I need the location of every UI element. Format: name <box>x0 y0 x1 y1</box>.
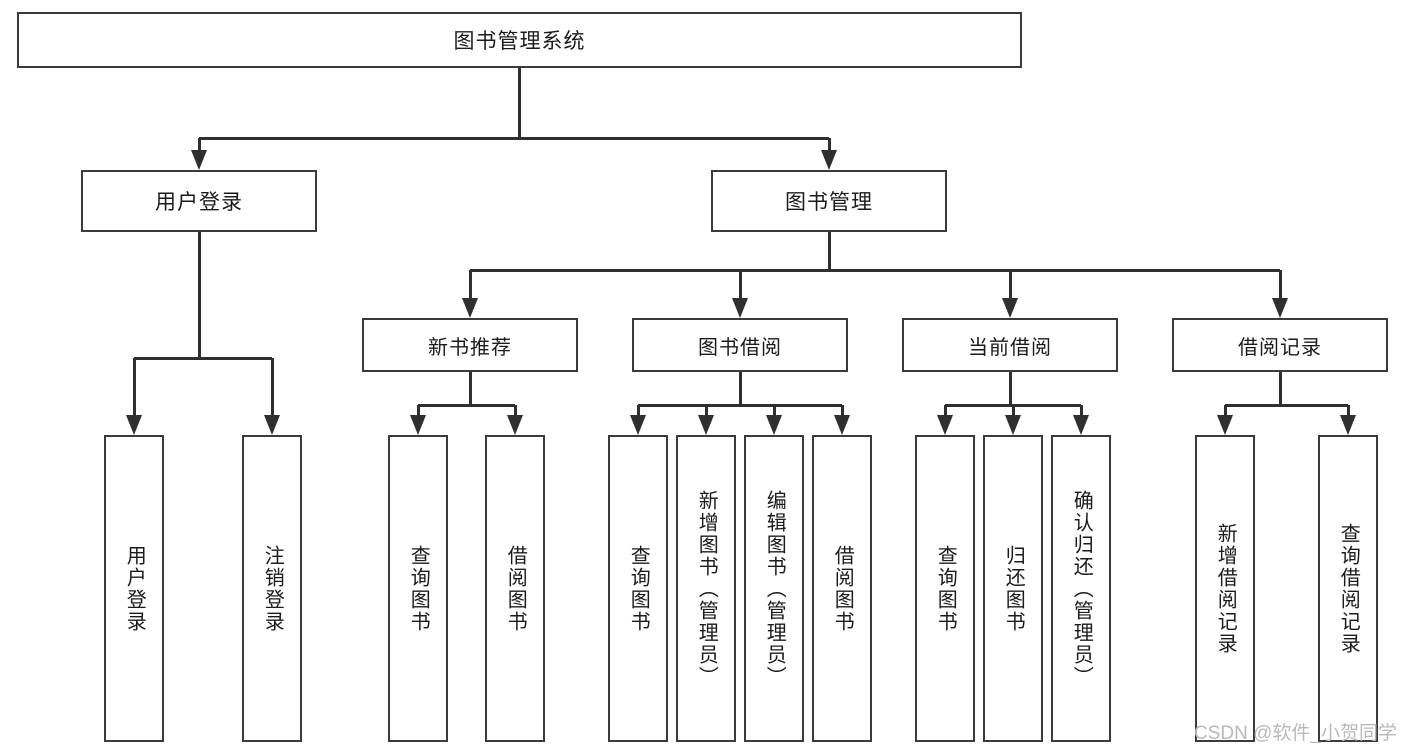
connector-arrowhead <box>834 415 850 435</box>
node-leaf-return-book-label: 归还图书 <box>1002 544 1025 633</box>
connector-arrowhead <box>507 415 523 435</box>
connector-arrowhead <box>732 298 748 318</box>
connector-arrowhead <box>1217 415 1233 435</box>
node-leaf-user-login[interactable]: 用户登录 <box>104 435 164 742</box>
node-leaf-logout-login-label: 注销登录 <box>261 544 284 633</box>
connector-line-horizontal <box>1225 403 1348 407</box>
connector-line-vertical <box>1346 405 1350 415</box>
connector-line-vertical <box>1011 405 1015 415</box>
connector-line-horizontal <box>418 403 515 407</box>
connector-line-vertical <box>943 405 947 415</box>
connector-line-horizontal <box>638 403 842 407</box>
node-leaf-query-book-1-label: 查询图书 <box>407 544 430 633</box>
node-current-borrow-label: 当前借阅 <box>968 336 1052 359</box>
node-leaf-add-book-admin-label: 新增图书（管理员） <box>695 489 718 688</box>
connector-arrowhead <box>630 415 646 435</box>
connector-line-vertical <box>513 405 517 415</box>
node-leaf-borrow-book-1[interactable]: 借阅图书 <box>485 435 545 742</box>
connector-line-vertical <box>704 405 708 415</box>
node-borrow-record[interactable]: 借阅记录 <box>1172 318 1388 372</box>
connector-line-vertical <box>1079 405 1083 415</box>
connector-line-vertical <box>738 372 742 405</box>
connector-line-vertical <box>197 232 201 358</box>
connector-arrowhead <box>937 415 953 435</box>
node-leaf-borrow-book-2-label: 借阅图书 <box>831 544 854 633</box>
connector-line-horizontal <box>470 268 1280 272</box>
connector-line-vertical <box>132 358 136 415</box>
node-leaf-edit-book-admin-label: 编辑图书（管理员） <box>763 489 786 688</box>
node-book-manage-label: 图书管理 <box>785 191 873 214</box>
connector-line-vertical <box>1223 405 1227 415</box>
connector-line-horizontal <box>199 136 829 140</box>
connector-line-vertical <box>636 405 640 415</box>
connector-line-vertical <box>518 68 521 138</box>
node-leaf-query-book-2-label: 查询图书 <box>627 544 650 633</box>
connector-line-vertical <box>197 138 201 150</box>
connector-line-vertical <box>840 405 844 415</box>
connector-arrowhead <box>766 415 782 435</box>
node-leaf-add-borrow-record[interactable]: 新增借阅记录 <box>1195 435 1255 742</box>
connector-line-vertical <box>1278 270 1282 298</box>
connector-arrowhead <box>264 415 280 435</box>
connector-arrowhead <box>410 415 426 435</box>
connector-line-vertical <box>827 138 831 150</box>
node-root-label: 图书管理系统 <box>453 30 586 53</box>
node-leaf-add-book-admin[interactable]: 新增图书（管理员） <box>676 435 736 742</box>
node-user-login-label: 用户登录 <box>155 191 243 214</box>
node-leaf-borrow-book-2[interactable]: 借阅图书 <box>812 435 872 742</box>
node-leaf-query-book-1[interactable]: 查询图书 <box>388 435 448 742</box>
connector-arrowhead <box>1272 298 1288 318</box>
node-book-borrow[interactable]: 图书借阅 <box>632 318 848 372</box>
node-leaf-confirm-return-admin[interactable]: 确认归还（管理员） <box>1051 435 1111 742</box>
connector-arrowhead <box>462 298 478 318</box>
node-leaf-logout-login[interactable]: 注销登录 <box>242 435 302 742</box>
connector-arrowhead <box>698 415 714 435</box>
connector-line-vertical <box>1008 270 1012 298</box>
node-book-borrow-label: 图书借阅 <box>698 336 782 359</box>
connector-line-vertical <box>1008 372 1012 405</box>
connector-arrowhead <box>126 415 142 435</box>
node-leaf-user-login-label: 用户登录 <box>123 544 146 633</box>
node-new-book-recommend[interactable]: 新书推荐 <box>362 318 578 372</box>
connector-line-vertical <box>468 372 472 405</box>
node-user-login[interactable]: 用户登录 <box>81 170 317 232</box>
connector-line-vertical <box>827 232 831 270</box>
node-book-manage[interactable]: 图书管理 <box>711 170 947 232</box>
node-leaf-confirm-return-admin-label: 确认归还（管理员） <box>1070 489 1093 688</box>
node-borrow-record-label: 借阅记录 <box>1238 336 1322 359</box>
node-leaf-edit-book-admin[interactable]: 编辑图书（管理员） <box>744 435 804 742</box>
node-leaf-add-borrow-record-label: 新增借阅记录 <box>1214 522 1237 655</box>
node-leaf-return-book[interactable]: 归还图书 <box>983 435 1043 742</box>
node-leaf-query-borrow-record[interactable]: 查询借阅记录 <box>1318 435 1378 742</box>
connector-line-vertical <box>1278 372 1282 405</box>
connector-line-vertical <box>738 270 742 298</box>
node-leaf-query-borrow-record-label: 查询借阅记录 <box>1337 522 1360 655</box>
connector-arrowhead <box>191 150 207 170</box>
connector-line-vertical <box>270 358 274 415</box>
node-leaf-query-book-3[interactable]: 查询图书 <box>915 435 975 742</box>
connector-arrowhead <box>1002 298 1018 318</box>
node-leaf-query-book-2[interactable]: 查询图书 <box>608 435 668 742</box>
connector-line-vertical <box>772 405 776 415</box>
node-root[interactable]: 图书管理系统 <box>17 12 1022 68</box>
node-leaf-borrow-book-1-label: 借阅图书 <box>504 544 527 633</box>
node-current-borrow[interactable]: 当前借阅 <box>902 318 1118 372</box>
connector-line-horizontal <box>134 356 272 360</box>
connector-arrowhead <box>1073 415 1089 435</box>
connector-arrowhead <box>1340 415 1356 435</box>
connector-line-vertical <box>416 405 420 415</box>
connector-line-vertical <box>468 270 472 298</box>
node-new-book-recommend-label: 新书推荐 <box>428 336 512 359</box>
connector-arrowhead <box>821 150 837 170</box>
node-leaf-query-book-3-label: 查询图书 <box>934 544 957 633</box>
connector-arrowhead <box>1005 415 1021 435</box>
